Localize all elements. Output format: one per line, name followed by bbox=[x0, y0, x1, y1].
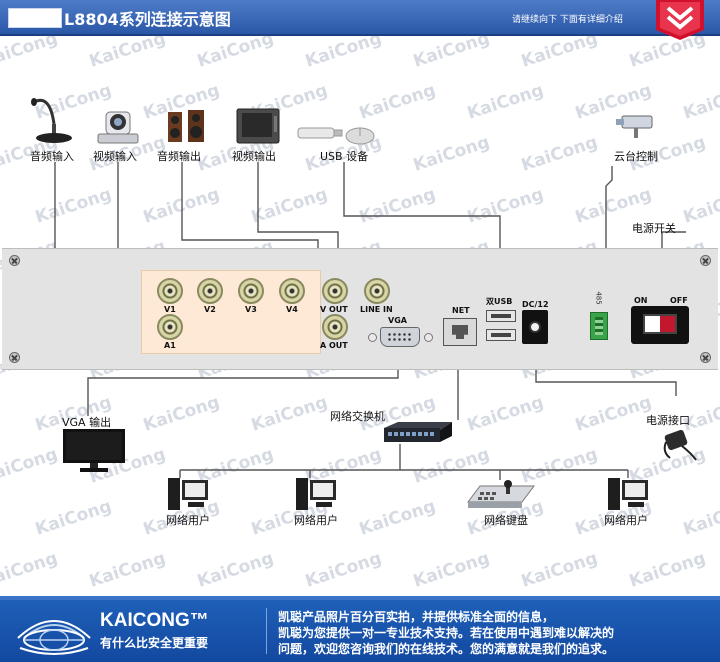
label-network-switch: 网络交换机 bbox=[330, 410, 385, 423]
port-v3[interactable] bbox=[238, 278, 264, 304]
screw-icon bbox=[9, 255, 20, 266]
port-usb-1[interactable] bbox=[486, 310, 516, 322]
label-ptz-control: 云台控制 bbox=[614, 150, 658, 163]
footer-slogan: 有什么比安全更重要 bbox=[100, 636, 209, 650]
label-v2: V2 bbox=[204, 305, 216, 314]
footer-line-3: 问题，欢迎您咨询我们的在线技术。您的满意就是我们的追求。 bbox=[278, 642, 615, 656]
label-network-user-1: 网络用户 bbox=[166, 514, 210, 527]
lcd-monitor-icon bbox=[63, 429, 125, 472]
port-net[interactable] bbox=[443, 318, 477, 346]
label-dual-usb: 双USB bbox=[486, 297, 513, 306]
port-v1[interactable] bbox=[157, 278, 183, 304]
label-485: 485 bbox=[594, 291, 603, 305]
label-audio-in: 音频输入 bbox=[30, 150, 74, 163]
kaicong-globe-logo-icon bbox=[17, 620, 91, 655]
label-v3: V3 bbox=[245, 305, 257, 314]
camera-icon bbox=[97, 111, 139, 144]
ptz-keyboard-icon bbox=[467, 480, 535, 508]
vga-screw-icon bbox=[424, 333, 433, 342]
label-network-user-2: 网络用户 bbox=[294, 514, 338, 527]
label-audio-out: 音频输出 bbox=[157, 150, 201, 163]
footer-bar: KAICONG™ 有什么比安全更重要 凯聪产品照片百分百实拍，并提供标准全面的信… bbox=[0, 600, 720, 662]
computer-user-icon bbox=[296, 478, 336, 510]
page-title: L8804系列连接示意图 bbox=[64, 10, 231, 29]
port-v2[interactable] bbox=[197, 278, 223, 304]
vga-screw-icon bbox=[368, 333, 377, 342]
port-v4[interactable] bbox=[279, 278, 305, 304]
footer-line-2: 凯聪为您提供一对一专业技术支持。若在使用中遇到难以解决的 bbox=[278, 626, 615, 640]
port-v-out[interactable] bbox=[322, 278, 348, 304]
speaker-icon bbox=[168, 110, 204, 142]
label-off: OFF bbox=[670, 296, 688, 305]
microphone-icon bbox=[31, 98, 72, 143]
port-usb-2[interactable] bbox=[486, 329, 516, 341]
label-net: NET bbox=[452, 306, 470, 315]
port-dc[interactable] bbox=[522, 310, 548, 344]
label-usb-device: USB 设备 bbox=[320, 150, 369, 163]
power-rocker-switch[interactable] bbox=[631, 306, 689, 344]
ptz-camera-icon bbox=[616, 115, 653, 138]
port-vga[interactable] bbox=[380, 327, 420, 347]
computer-user-icon bbox=[608, 478, 648, 510]
port-line-in[interactable] bbox=[364, 278, 390, 304]
label-a1: A1 bbox=[164, 341, 176, 350]
label-network-keyboard: 网络键盘 bbox=[484, 514, 528, 527]
screw-icon bbox=[700, 255, 711, 266]
label-vga-output: VGA 输出 bbox=[62, 416, 112, 429]
footer-band bbox=[0, 596, 720, 601]
label-network-user-3: 网络用户 bbox=[604, 514, 648, 527]
monitor-crt-icon bbox=[236, 108, 280, 144]
label-v4: V4 bbox=[286, 305, 298, 314]
label-power-port: 电源接口 bbox=[646, 414, 690, 427]
screw-icon bbox=[700, 352, 711, 363]
label-v1: V1 bbox=[164, 305, 176, 314]
scroll-hint: 请继续向下 下面有详细介绍 bbox=[512, 15, 623, 25]
usb-drive-mouse-icon bbox=[297, 127, 375, 145]
header-logo-box bbox=[8, 8, 62, 28]
label-vga: VGA bbox=[388, 316, 407, 325]
power-adapter-icon bbox=[663, 429, 697, 461]
footer-line-1: 凯聪产品照片百分百实拍，并提供标准全面的信息， bbox=[278, 610, 555, 624]
label-dc: DC/12 bbox=[522, 300, 549, 309]
computer-user-icon bbox=[168, 478, 208, 510]
header-bar: L8804系列连接示意图 请继续向下 下面有详细介绍 bbox=[0, 0, 720, 40]
label-video-in: 视频输入 bbox=[93, 150, 137, 163]
port-485[interactable] bbox=[590, 312, 608, 340]
label-v-out: V OUT bbox=[320, 305, 348, 314]
label-a-out: A OUT bbox=[320, 341, 348, 350]
footer-brand: KAICONG™ bbox=[100, 610, 209, 631]
port-a1[interactable] bbox=[157, 314, 183, 340]
label-power-switch: 电源开关 bbox=[632, 222, 676, 235]
footer-divider bbox=[266, 608, 267, 654]
network-switch-icon bbox=[384, 422, 452, 442]
label-video-out: 视频输出 bbox=[232, 150, 276, 163]
scroll-down-badge-icon[interactable] bbox=[654, 0, 706, 40]
label-on: ON bbox=[634, 296, 648, 305]
screw-icon bbox=[9, 352, 20, 363]
dvr-back-panel bbox=[2, 248, 718, 370]
label-line-in: LINE IN bbox=[360, 305, 393, 314]
port-a-out[interactable] bbox=[322, 314, 348, 340]
